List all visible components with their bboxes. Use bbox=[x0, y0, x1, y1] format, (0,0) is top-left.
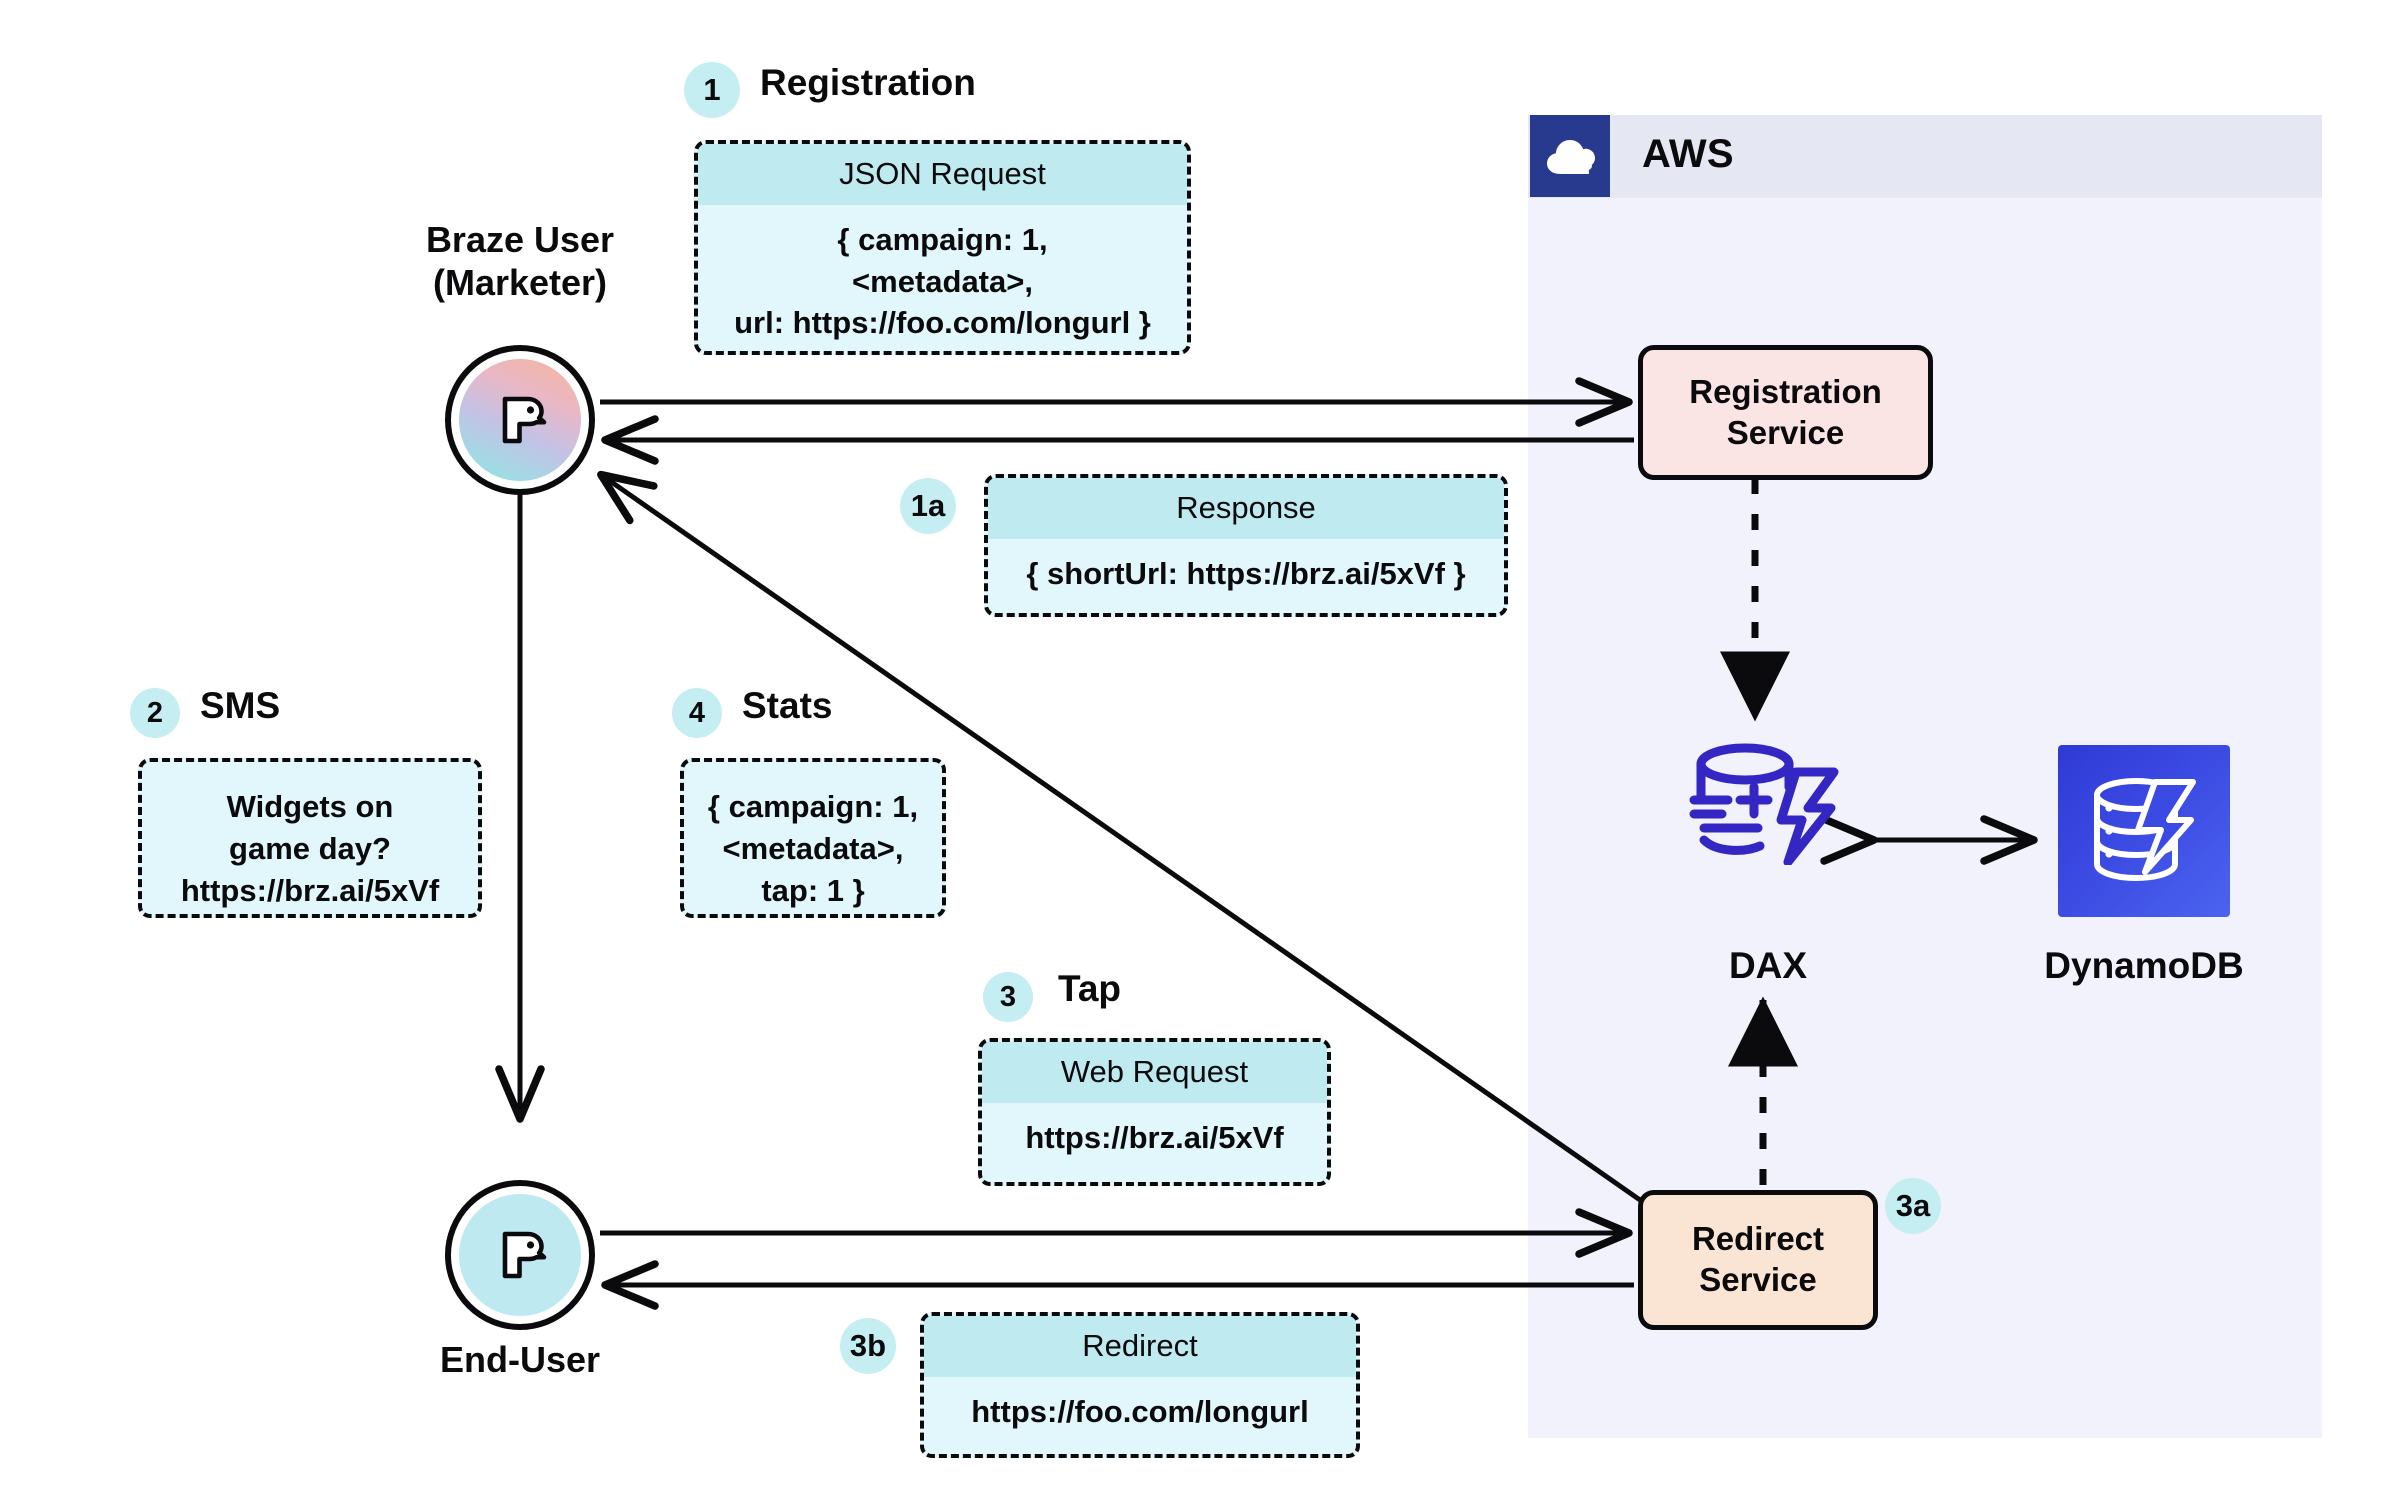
card-stats: { campaign: 1, <metadata>, tap: 1 } bbox=[680, 758, 946, 918]
step-number: 1a bbox=[910, 488, 946, 523]
card-json-request: JSON Request { campaign: 1, <metadata>, … bbox=[694, 140, 1191, 355]
card-body-redirect: https://foo.com/longurl bbox=[971, 1394, 1309, 1429]
dax-icon bbox=[1688, 740, 1848, 867]
card-header-web-request: Web Request bbox=[982, 1042, 1327, 1103]
step-number: 3a bbox=[1895, 1188, 1931, 1223]
braze-user-label: Braze User (Marketer) bbox=[425, 219, 615, 304]
registration-service-box[interactable]: Registration Service bbox=[1638, 345, 1933, 480]
card-sms: Widgets on game day? https://brz.ai/5xVf bbox=[138, 758, 482, 918]
avatar-braze-user bbox=[445, 345, 595, 495]
step-badge-4: 4 bbox=[672, 688, 722, 738]
step-badge-2: 2 bbox=[130, 688, 180, 738]
braze-logo-avatar bbox=[459, 359, 581, 481]
step-badge-3b: 3b bbox=[840, 1318, 896, 1374]
step-number: 3 bbox=[999, 980, 1017, 1013]
step-title-registration: Registration bbox=[760, 62, 976, 103]
card-redirect: Redirect https://foo.com/longurl bbox=[920, 1312, 1360, 1458]
redirect-service-box[interactable]: Redirect Service bbox=[1638, 1190, 1878, 1330]
step-number: 3b bbox=[849, 1328, 887, 1363]
step-number: 2 bbox=[146, 696, 164, 729]
card-body-json-request: { campaign: 1, <metadata>, url: https://… bbox=[734, 222, 1151, 341]
avatar-end-user bbox=[445, 1180, 595, 1330]
card-body-response: { shortUrl: https://brz.ai/5xVf } bbox=[1026, 556, 1466, 591]
step-badge-3a: 3a bbox=[1885, 1178, 1941, 1234]
registration-service-label: Registration Service bbox=[1689, 372, 1882, 451]
card-body-stats: { campaign: 1, <metadata>, tap: 1 } bbox=[707, 789, 919, 908]
end-user-label: End-User bbox=[439, 1339, 601, 1380]
step-title-sms: SMS bbox=[200, 685, 281, 726]
card-response: Response { shortUrl: https://brz.ai/5xVf… bbox=[984, 474, 1508, 617]
card-body-sms: Widgets on game day? https://brz.ai/5xVf bbox=[180, 789, 440, 908]
step-number: 1 bbox=[703, 72, 721, 107]
braze-logo-avatar bbox=[459, 1194, 581, 1316]
step-badge-1: 1 bbox=[684, 62, 740, 118]
aws-panel-label: AWS bbox=[1642, 132, 1734, 176]
cloud-icon bbox=[1530, 115, 1610, 197]
card-body-web-request: https://brz.ai/5xVf bbox=[1025, 1120, 1284, 1155]
aws-panel-header bbox=[1528, 115, 2322, 198]
dax-label: DAX bbox=[1728, 945, 1808, 986]
card-header-response: Response bbox=[988, 478, 1504, 539]
card-web-request: Web Request https://brz.ai/5xVf bbox=[978, 1038, 1331, 1186]
card-header-json-request: JSON Request bbox=[698, 144, 1187, 205]
step-badge-1a: 1a bbox=[900, 478, 956, 534]
dynamodb-label: DynamoDB bbox=[2044, 945, 2244, 986]
redirect-service-label: Redirect Service bbox=[1691, 1220, 1825, 1298]
dynamodb-icon bbox=[2058, 745, 2230, 917]
step-badge-3: 3 bbox=[983, 972, 1033, 1022]
step-number: 4 bbox=[688, 696, 706, 729]
step-title-tap: Tap bbox=[1058, 968, 1122, 1009]
step-title-stats: Stats bbox=[742, 685, 833, 726]
card-header-redirect: Redirect bbox=[924, 1316, 1356, 1377]
